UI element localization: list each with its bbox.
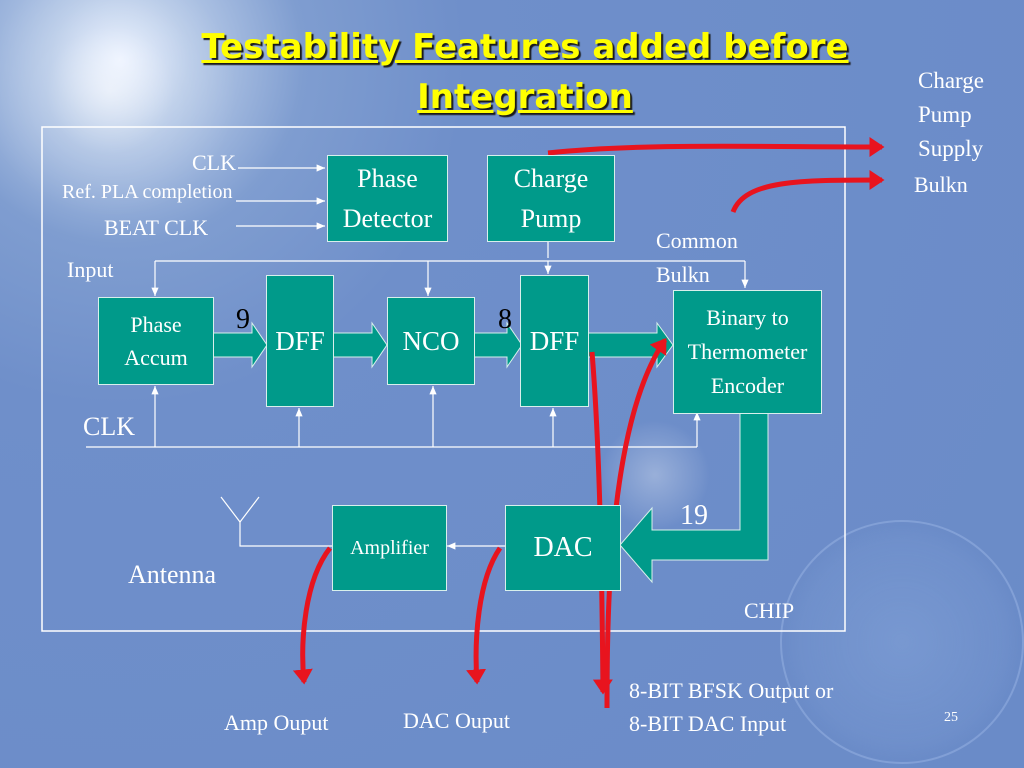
dff1-block: DFF: [266, 275, 334, 407]
dff2-block: DFF: [520, 275, 589, 407]
bulkn-test-arrow: [730, 170, 885, 214]
bus-arrow-accum-dff1: [212, 321, 268, 369]
ref-pla-completion-label: Ref. PLA completion: [62, 181, 233, 203]
bus-width-9: 9: [236, 304, 250, 335]
dff1-label: DFF: [275, 325, 325, 356]
dac-block: DAC: [505, 505, 621, 591]
nco-block: NCO: [387, 297, 475, 385]
bus-arrow-dff2-encoder: [586, 321, 674, 369]
phase-accum-block: Phase Accum: [98, 297, 214, 385]
amplifier-block: Amplifier: [332, 505, 447, 591]
chip-label: CHIP: [744, 598, 795, 623]
amplifier-label: Amplifier: [350, 536, 429, 559]
bus-width-19: 19: [680, 500, 708, 531]
lens-flare-ring: [780, 520, 1024, 764]
antenna-label: Antenna: [128, 560, 217, 589]
amp-output-label: Amp Ouput: [224, 710, 329, 735]
charge-pump-label: Charge Pump: [513, 163, 589, 233]
amp-output-test-arrow: [292, 546, 332, 685]
charge-pump-supply-test-arrow: [547, 136, 885, 157]
bus-arrow-nco-dff2: [472, 321, 523, 369]
title-line-1: Testability Features added before: [201, 27, 849, 67]
antenna-symbol: [220, 496, 260, 523]
dac-output-test-arrow: [466, 546, 503, 685]
phase-accum-label: Phase Accum: [124, 312, 188, 370]
common-bulkn-label: Common Bulkn: [656, 228, 738, 287]
input-label: Input: [67, 257, 114, 282]
bus-arrow-dff1-nco: [332, 321, 388, 369]
encoder-label: Binary to Thermometer Encoder: [687, 305, 808, 398]
bfsk-output-label-line-2: 8-BIT DAC Input: [629, 711, 787, 736]
phase-detector-label: Phase Detector: [342, 163, 433, 233]
amp-to-antenna-wire: [239, 522, 332, 547]
charge-pump-block: Charge Pump: [487, 155, 615, 242]
bus-width-8: 8: [498, 304, 512, 335]
bulkn-label: Bulkn: [914, 172, 968, 197]
phase-detector-block: Phase Detector: [327, 155, 448, 242]
dac-label: DAC: [533, 532, 593, 563]
bfsk-output-label-line-1: 8-BIT BFSK Output or: [629, 678, 834, 703]
slide-title: Testability Features added before Integr…: [150, 22, 900, 122]
charge-pump-supply-label: Charge Pump Supply: [918, 68, 985, 161]
dff2-label: DFF: [529, 325, 580, 356]
page-number: 25: [944, 710, 958, 725]
bus-arrow-encoder-dac: [619, 411, 769, 584]
clk-bus-label: CLK: [83, 412, 135, 441]
dac-output-label: DAC Ouput: [403, 708, 510, 733]
nco-label: NCO: [402, 325, 460, 356]
chip-boundary: [41, 126, 846, 632]
beat-clk-label: BEAT CLK: [104, 215, 209, 240]
binary-to-thermometer-encoder-block: Binary to Thermometer Encoder: [673, 290, 822, 414]
clk-input-label: CLK: [192, 150, 236, 175]
title-line-2: Integration: [417, 77, 633, 117]
